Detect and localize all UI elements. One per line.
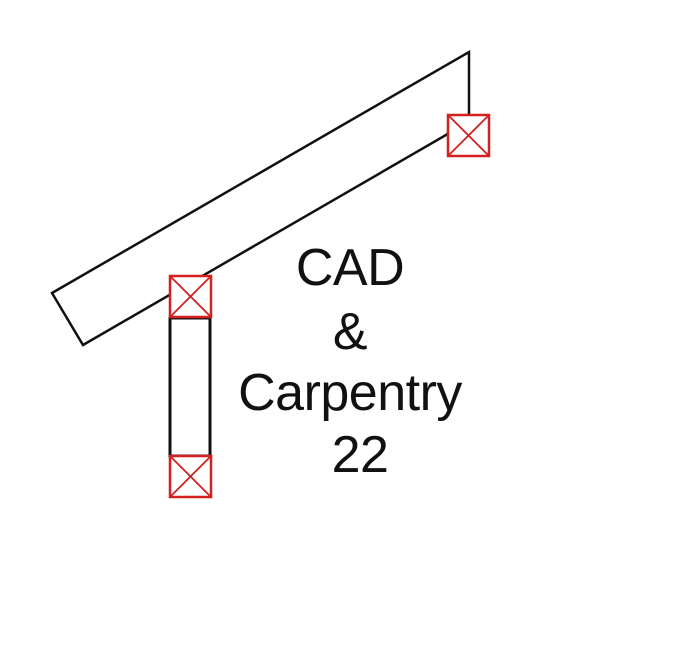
connector-post-top-icon [168,274,213,319]
connector-top-right-icon [446,113,491,158]
logo-text-line-1: CAD [295,239,405,297]
connector-post-bottom-icon [168,454,213,499]
logo-text-line-2: & [332,303,368,361]
post-column [168,316,212,458]
logo-text-line-4: 22 [331,426,389,484]
logo-text-line-3: Carpentry [238,364,462,422]
